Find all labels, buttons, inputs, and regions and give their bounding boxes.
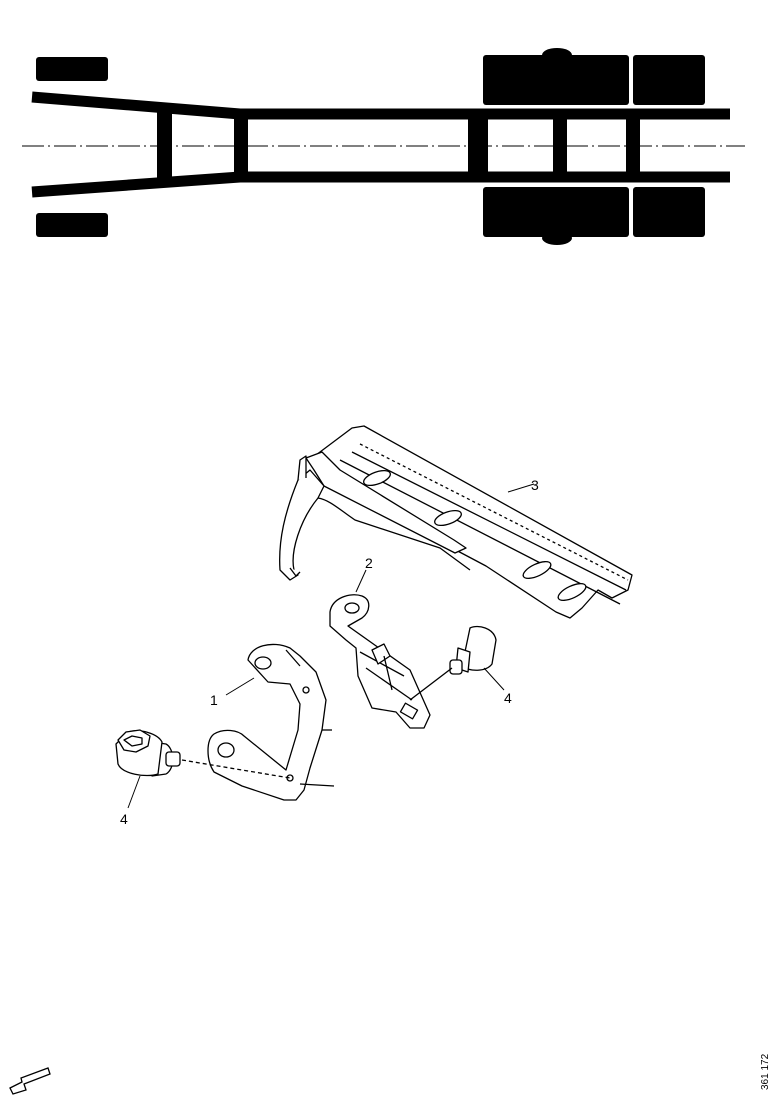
cross-members: [157, 110, 640, 180]
callout-2: 2: [365, 555, 373, 571]
wheel-blocks: [36, 48, 705, 245]
callouts: [127, 483, 535, 809]
chassis-overview: [22, 48, 745, 245]
large-bracket: [207, 643, 332, 801]
assembly-lines: [181, 667, 453, 787]
exploded-view: [115, 425, 633, 801]
reference-number: 361 172: [760, 1053, 771, 1090]
callout-4-left: 4: [120, 811, 128, 827]
rubber-mount-right: [449, 625, 497, 675]
frame-rail-section: [279, 425, 633, 619]
small-bracket: [329, 594, 431, 729]
callout-3: 3: [531, 477, 539, 493]
callout-4-right: 4: [504, 690, 512, 706]
callout-1: 1: [210, 692, 218, 708]
forward-arrow-icon: [9, 1067, 51, 1095]
rubber-mount-left: [115, 729, 181, 777]
frame-rails: [31, 91, 730, 198]
